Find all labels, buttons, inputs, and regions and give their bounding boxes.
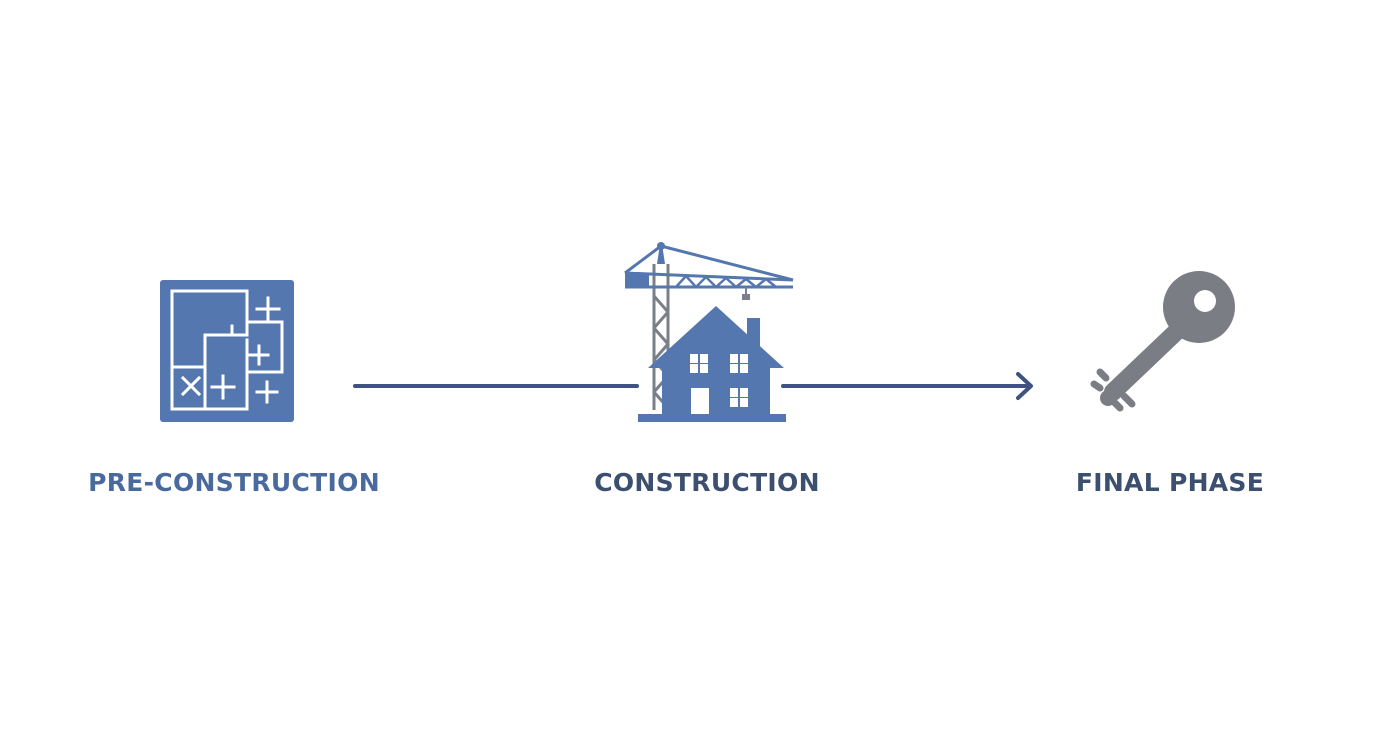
connector-arrow — [781, 372, 1033, 400]
blueprint-icon — [160, 280, 294, 422]
stage-label-pre-construction: PRE-CONSTRUCTION — [88, 468, 380, 497]
stage-label-final-phase: FINAL PHASE — [1075, 468, 1265, 497]
stage-label-construction: CONSTRUCTION — [594, 468, 820, 497]
crane-house-icon — [624, 242, 794, 422]
key-icon — [1090, 271, 1235, 412]
